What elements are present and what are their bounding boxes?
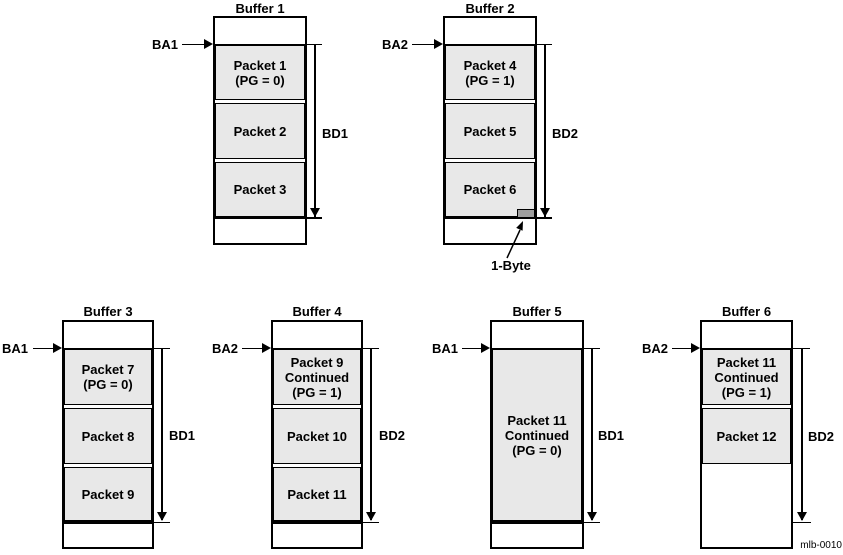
- packet-cell: Packet 8: [64, 408, 152, 464]
- ba-pointer-label: BA2: [641, 341, 668, 356]
- packet-label-line: Packet 1: [233, 57, 287, 73]
- packet-label-line: Packet 4: [463, 57, 517, 73]
- packet-cell: Packet 5: [445, 103, 535, 159]
- packet-label-line: Packet 12: [716, 428, 777, 444]
- ba-arrow-line: [182, 43, 205, 45]
- ba-arrow-line: [462, 347, 482, 349]
- packet-label-line: Packet 9: [290, 354, 344, 370]
- ba-arrow-line: [672, 347, 692, 349]
- buffer-end-tick: [793, 521, 811, 523]
- bd-length-label: BD2: [808, 429, 835, 444]
- one-byte-label: 1-Byte: [491, 258, 531, 273]
- bd-arrowhead-icon: [586, 512, 597, 521]
- bd-arrowhead-icon: [365, 512, 376, 521]
- buffer-end-tick: [583, 521, 600, 523]
- packet-label-line: (PG = 1): [465, 72, 515, 88]
- buffer-title: Buffer 4: [292, 304, 342, 319]
- packet-label-line: Packet 9: [81, 486, 135, 502]
- figure-id-watermark: mlb-0010: [800, 540, 842, 551]
- bd-arrowhead-icon: [539, 208, 550, 217]
- one-byte-arrow-icon: [506, 221, 523, 259]
- buffer-title: Buffer 3: [83, 304, 133, 319]
- packet-label-line: Continued: [284, 369, 350, 385]
- packet-label-line: Packet 10: [287, 428, 347, 444]
- packet-cell: Packet 11: [273, 467, 361, 521]
- buffer-end-line: [444, 216, 552, 219]
- buffer-start-line: [272, 347, 379, 349]
- packet-cell: Packet 11 Continued (PG = 1): [702, 349, 791, 405]
- packet-cell: Packet 9 Continued (PG = 1): [273, 349, 361, 405]
- packet-label-line: (PG = 1): [721, 384, 772, 400]
- bd-length-label: BD1: [598, 428, 625, 443]
- bd-arrowhead-icon: [796, 512, 807, 521]
- packet-label-line: Packet 11: [287, 486, 347, 502]
- buffer-title: Buffer 1: [235, 1, 285, 16]
- buffer-start-line: [491, 347, 600, 349]
- ba-arrowhead-icon: [262, 343, 271, 354]
- bd-length-line: [544, 44, 546, 217]
- ba-arrowhead-icon: [53, 343, 62, 354]
- packet-label-line: (PG = 0): [235, 72, 285, 88]
- packet-cell: Packet 6: [445, 162, 535, 217]
- packet-label-line: Packet 6: [463, 182, 517, 197]
- bd-length-line: [370, 348, 372, 520]
- bd-length-label: BD2: [552, 126, 579, 141]
- buffer-start-line: [63, 347, 170, 349]
- buffer-end-tick: [362, 521, 379, 523]
- ba-arrowhead-icon: [691, 343, 700, 354]
- packet-cell: Packet 2: [215, 103, 305, 159]
- ba-pointer-label: BA2: [211, 341, 238, 356]
- buffer-title: Buffer 5: [512, 304, 562, 319]
- ba-pointer-label: BA2: [381, 37, 408, 52]
- packet-label-line: Packet 5: [463, 123, 517, 139]
- ba-arrow-line: [33, 347, 54, 349]
- buffer-start-line: [701, 347, 810, 349]
- packet-cell: Packet 7 (PG = 0): [64, 349, 152, 405]
- packet-label-line: Continued: [504, 427, 570, 443]
- buffer-title: Buffer 2: [465, 1, 515, 16]
- buffer-end-line: [214, 216, 322, 219]
- ba-arrowhead-icon: [434, 39, 443, 50]
- packet-cell: Packet 4 (PG = 1): [445, 45, 535, 100]
- packet-cell: Packet 12: [702, 408, 791, 464]
- ba-pointer-label: BA1: [1, 341, 28, 356]
- packet-label-line: Packet 3: [233, 182, 287, 197]
- bd-length-label: BD2: [379, 428, 406, 443]
- buffer-start-line: [214, 43, 322, 45]
- bd-length-line: [801, 348, 803, 520]
- bd-length-line: [161, 348, 163, 520]
- buffer-start-line: [444, 43, 552, 45]
- bd-length-label: BD1: [169, 428, 196, 443]
- buffer-end-line: [272, 521, 362, 524]
- packet-label-line: Packet 7: [81, 362, 135, 377]
- packet-cell: Packet 10: [273, 408, 361, 464]
- packet-cell: Packet 3: [215, 162, 305, 217]
- bd-length-line: [314, 44, 316, 217]
- packet-label-line: Packet 11: [716, 354, 777, 370]
- ba-arrowhead-icon: [204, 39, 213, 50]
- packet-label-line: Packet 8: [81, 428, 135, 444]
- packet-label-line: Packet 2: [233, 123, 287, 139]
- ba-pointer-label: BA1: [151, 37, 178, 52]
- ba-pointer-label: BA1: [431, 341, 458, 356]
- bd-arrowhead-icon: [156, 512, 167, 521]
- packet-cell: Packet 1 (PG = 0): [215, 45, 305, 100]
- packet-label-line: (PG = 1): [292, 384, 342, 400]
- bd-arrowhead-icon: [309, 208, 320, 217]
- bd-length-line: [591, 348, 593, 520]
- ba-arrowhead-icon: [481, 343, 490, 354]
- buffer-end-line: [491, 521, 583, 524]
- bd-length-label: BD1: [322, 126, 349, 141]
- packet-cell: Packet 11 Continued (PG = 0): [492, 349, 582, 521]
- packet-label-line: (PG = 0): [512, 442, 562, 458]
- buffer-end-tick: [153, 521, 170, 523]
- packet-label-line: Continued: [714, 369, 779, 385]
- packet-label-line: (PG = 0): [83, 377, 133, 392]
- packet-cell: Packet 9: [64, 467, 152, 521]
- buffer-title: Buffer 6: [721, 304, 772, 319]
- ba-arrow-line: [412, 43, 435, 45]
- buffer-end-line: [63, 521, 153, 524]
- ba-arrow-line: [242, 347, 263, 349]
- packet-label-line: Packet 11: [507, 412, 567, 428]
